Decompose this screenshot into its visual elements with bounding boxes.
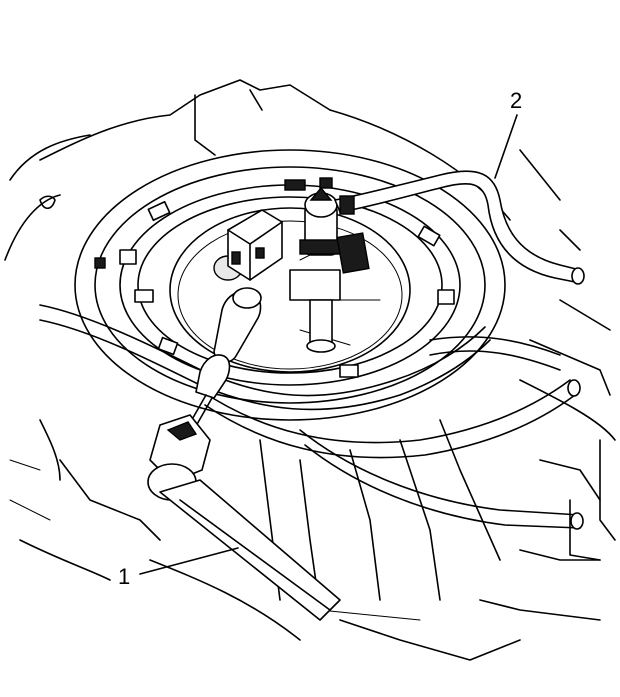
tank-flange [74, 149, 506, 421]
leader-line-1 [139, 547, 239, 575]
electrical-lead-assembly [147, 287, 341, 621]
fuel-outlet-fitting [289, 186, 370, 353]
wiring-harness [39, 304, 584, 530]
callout-leaders [139, 114, 518, 575]
fuel-feed-hose [334, 170, 585, 285]
module-electrical-connector [227, 209, 283, 281]
callout-label-1: 1 [118, 564, 131, 589]
callout-label-2: 2 [510, 88, 523, 113]
leader-line-2 [494, 114, 518, 179]
